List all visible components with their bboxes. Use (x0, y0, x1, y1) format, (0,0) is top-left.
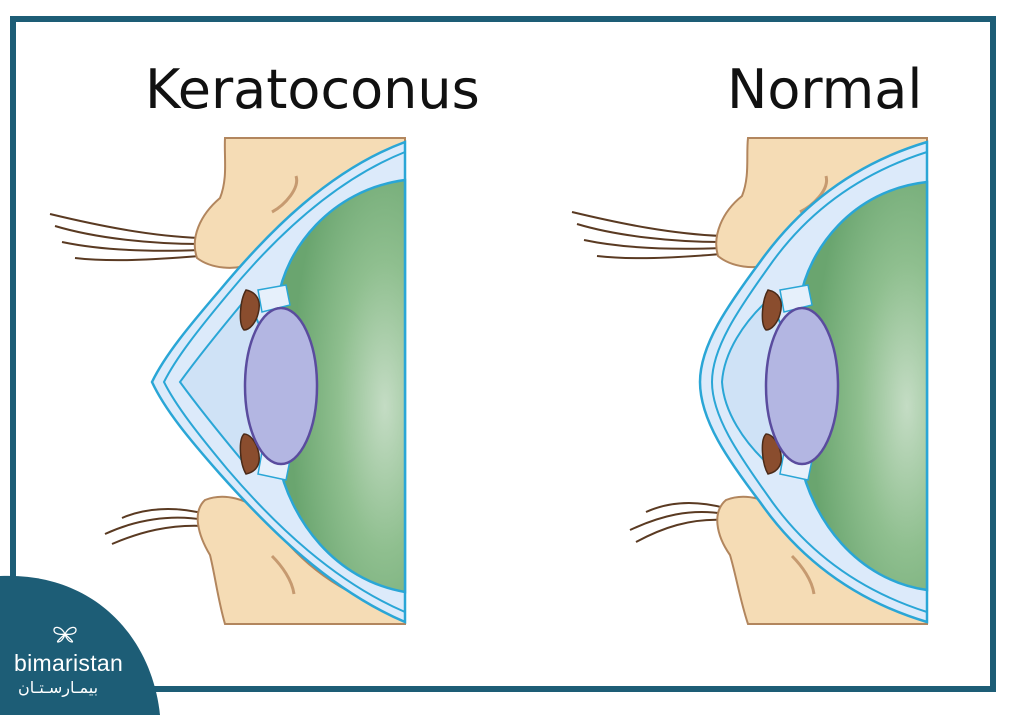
title-normal: Normal (727, 58, 923, 121)
lower-eyelashes (629, 502, 726, 543)
keratoconus-eye (49, 137, 407, 625)
normal-eye (571, 137, 929, 625)
iris-upper (761, 289, 782, 331)
logo-arabic-name: بيمـارسـتـان (18, 678, 99, 697)
lower-eyelashes (104, 508, 206, 545)
upper-eyelashes (571, 211, 723, 260)
title-keratoconus: Keratoconus (145, 58, 480, 121)
upper-eyelashes (49, 213, 201, 262)
logo-name: bimaristan (14, 650, 124, 676)
iris-lower (239, 433, 260, 475)
lower-eyelid (196, 495, 406, 625)
lens (243, 306, 319, 466)
iris-upper (239, 289, 260, 331)
lens (764, 306, 840, 466)
butterfly-icon (53, 626, 77, 643)
